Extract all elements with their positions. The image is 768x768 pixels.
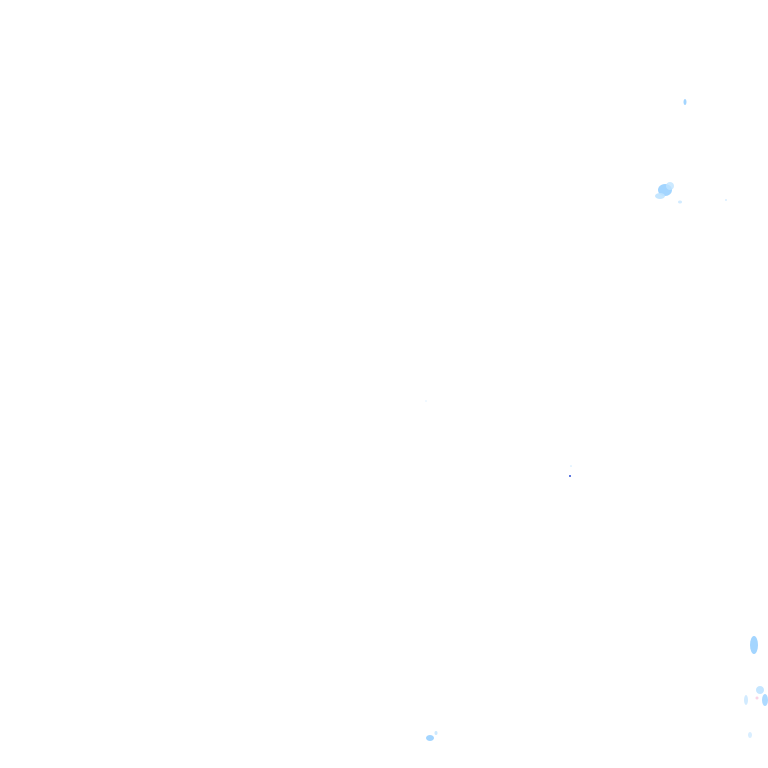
precipitation-cell [750,636,758,654]
precipitation-cell [762,694,768,706]
precipitation-cell [755,696,759,700]
precipitation-cell [725,199,727,201]
precipitation-cell [678,200,682,204]
precipitation-cell [434,731,438,735]
precipitation-cell [748,732,752,738]
precipitation-cell [744,695,748,705]
precipitation-cell [756,686,764,694]
precipitation-cell [425,400,427,402]
precipitation-cell [655,193,665,199]
precipitation-cell [569,475,571,477]
precipitation-cell [570,465,572,467]
precipitation-cell [683,99,687,105]
precipitation-cell [426,735,434,741]
precipitation-cell [666,182,674,190]
